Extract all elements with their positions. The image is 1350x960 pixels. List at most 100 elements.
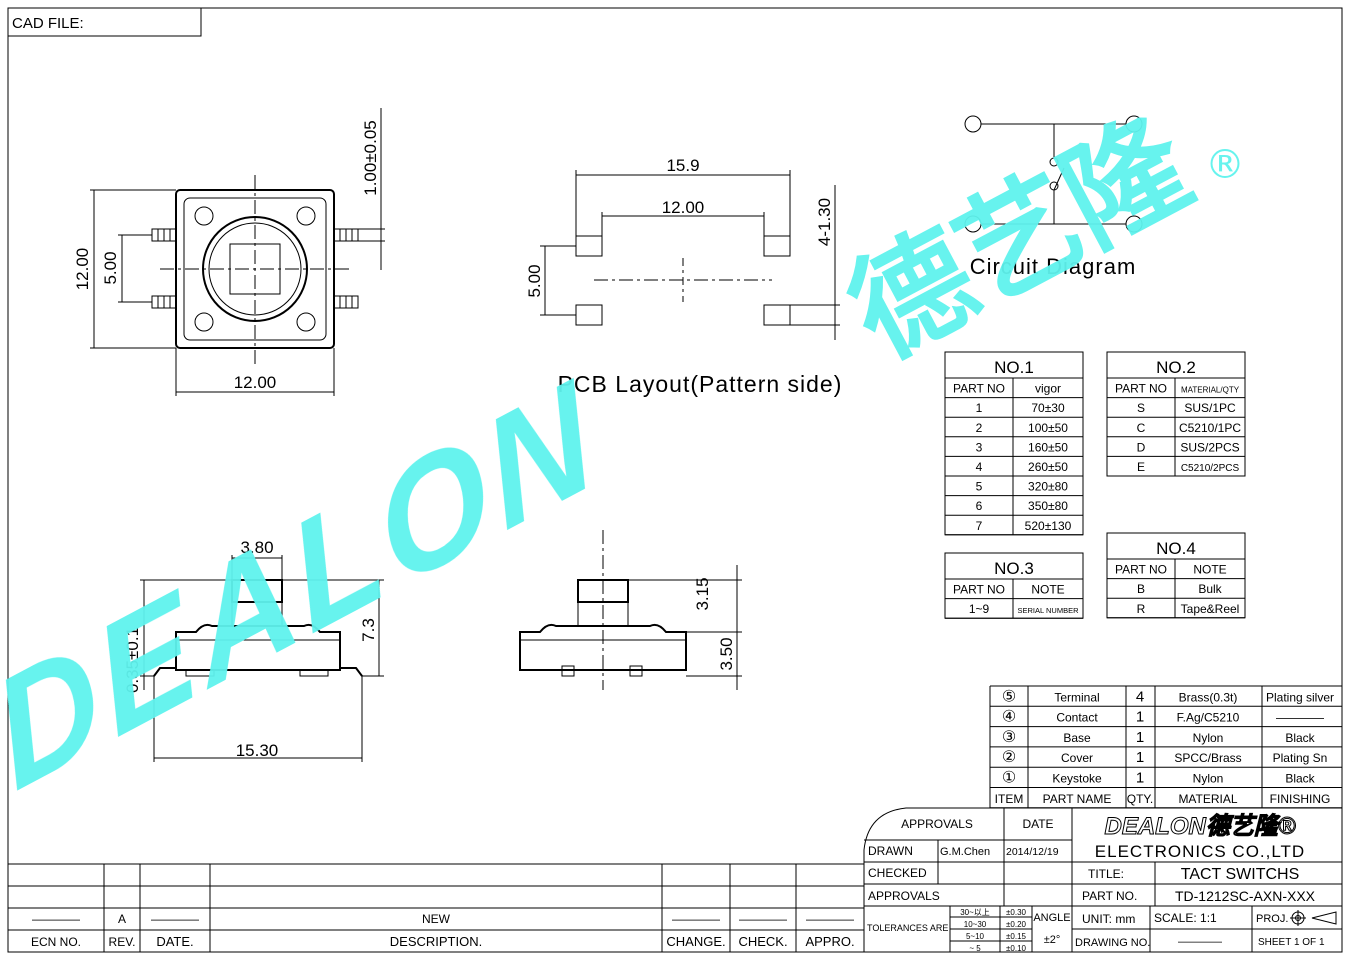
- corner-hole-tl: [194, 206, 214, 226]
- bom-cell: Cover: [1061, 751, 1093, 765]
- rev-description: NEW: [422, 912, 451, 926]
- table-row-cell: SUS/1PC: [1184, 401, 1236, 415]
- rev-h-check: CHECK.: [738, 934, 787, 949]
- pad-tr: [763, 235, 791, 257]
- circuit-wires: [981, 123, 1126, 225]
- terminals-side: [153, 667, 363, 677]
- tb-title: TACT SWITCHS: [1181, 866, 1300, 883]
- table-row-cell: 4: [976, 460, 983, 474]
- rev-h-rev: REV.: [109, 935, 136, 949]
- bom-cell: F.Ag/C5210: [1177, 711, 1240, 725]
- dim-terminal-thickness: 0.35±0.1: [123, 627, 142, 693]
- tb-drawing-no: DRAWING NO.: [1075, 937, 1150, 949]
- rev-check: ————: [739, 912, 787, 926]
- tb-sheet: SHEET 1 OF 1: [1258, 937, 1325, 948]
- bom-header-3: MATERIAL: [1178, 792, 1237, 806]
- table-row-cell: Bulk: [1198, 582, 1222, 596]
- dim-top-thickness: 1.00±0.05: [361, 120, 380, 196]
- bom-header-0: ITEM: [995, 792, 1024, 806]
- watermark-chinese: 德艺隆: [828, 93, 1213, 386]
- tol-value-1: ±0.30: [1006, 908, 1027, 917]
- no3-title: NO.3: [994, 559, 1034, 578]
- tb-approvals2: APPROVALS: [868, 889, 940, 903]
- tb-checked: CHECKED: [868, 866, 927, 880]
- tb-angle: ANGLE: [1033, 912, 1070, 924]
- no2-title: NO.2: [1156, 358, 1196, 377]
- bom-cell: 1: [1136, 709, 1144, 726]
- watermark-registered: ®: [1205, 142, 1245, 188]
- switch-cover-outline: [183, 197, 327, 341]
- tb-part-label: PART NO.: [1082, 889, 1137, 903]
- drawing-frame: [7, 7, 1343, 953]
- dim-plunger-height: 3.15: [693, 577, 712, 610]
- dim-top-pin-spacing: 5.00: [101, 251, 120, 284]
- bom-cell: 1: [1136, 770, 1144, 787]
- tol-range-1: 30~以上: [960, 908, 990, 917]
- pcb-dimension-lines: [540, 170, 840, 340]
- bom-cell: Brass(0.3t): [1179, 690, 1238, 704]
- table-row-cell: 350±80: [1028, 499, 1068, 513]
- table-row-cell: C5210/2PCS: [1181, 463, 1240, 474]
- tol-range-4: ~ 5: [969, 944, 981, 953]
- pad-br: [763, 304, 791, 326]
- tb-drawn-by: G.M.Chen: [940, 846, 990, 858]
- tol-value-2: ±0.20: [1006, 920, 1027, 929]
- bom-header-4: FINISHING: [1270, 792, 1331, 806]
- no3-header-0: PART NO: [953, 583, 1005, 597]
- bom-cell: ④: [1002, 709, 1016, 726]
- table-row-cell: 1~9: [969, 602, 990, 616]
- top-dimension-lines: [90, 108, 385, 396]
- projection-symbol-icon: [1290, 910, 1337, 926]
- dim-pcb-outer: 15.9: [666, 156, 699, 175]
- dim-pcb-inner: 12.00: [662, 198, 705, 217]
- side-dimension-lines: [140, 555, 384, 762]
- bom-cell: Plating silver: [1266, 690, 1334, 704]
- no1-header-0: PART NO: [953, 382, 1005, 396]
- dim-total-height: 7.3: [359, 618, 378, 642]
- no4-title: NO.4: [1156, 539, 1196, 558]
- table-row-cell: 1: [976, 401, 983, 415]
- bom-cell: ①: [1002, 770, 1016, 787]
- table-row-cell: SUS/2PCS: [1180, 440, 1239, 454]
- no1-header-1: vigor: [1035, 382, 1061, 396]
- rev-h-description: DESCRIPTION.: [390, 934, 482, 949]
- table-row-cell: 100±50: [1028, 421, 1068, 435]
- bom-cell: Contact: [1056, 711, 1098, 725]
- tb-drawing-no-value: ————: [1178, 936, 1222, 948]
- bom-cell: Plating Sn: [1273, 751, 1328, 765]
- rev-date: ————: [151, 912, 199, 926]
- foot-right: [299, 669, 329, 677]
- watermark-latin: DEALON: [0, 345, 615, 823]
- revision-text: ———— A ———— NEW ———— ———— ———— ECN NO. R…: [31, 912, 855, 949]
- dim-pcb-height: 5.00: [525, 264, 544, 297]
- rev-h-ecn: ECN NO.: [31, 935, 81, 949]
- dim-body-height: 3.50: [717, 637, 736, 670]
- bom-cell: 1: [1136, 729, 1144, 746]
- dim-total-length: 15.30: [236, 741, 279, 760]
- bom-cell: 4: [1136, 688, 1144, 705]
- pcb-caption: PCB Layout(Pattern side): [558, 371, 843, 397]
- bom-header-2: QTY.: [1127, 792, 1153, 806]
- table-row-cell: C5210/1PC: [1179, 421, 1241, 435]
- circuit-caption: Circuit Diagram: [970, 254, 1137, 279]
- corner-hole-bl: [194, 312, 214, 332]
- corner-hole-tr: [296, 206, 316, 226]
- table-row-cell: R: [1137, 602, 1146, 616]
- actuator-inner-circle: [208, 222, 302, 316]
- table-row-cell: E: [1137, 460, 1145, 474]
- no2-header-0: PART NO: [1115, 382, 1167, 396]
- bom-cell: ②: [1002, 749, 1016, 766]
- tol-range-2: 10~30: [964, 920, 987, 929]
- tb-title-label: TITLE:: [1088, 867, 1124, 881]
- switch-body-outline: [175, 189, 335, 349]
- rev-h-change: CHANGE.: [666, 934, 725, 949]
- foot-left: [185, 669, 215, 677]
- foot-2a: [561, 665, 575, 677]
- table-row-cell: 160±50: [1028, 440, 1068, 454]
- no1-title: NO.1: [994, 358, 1034, 377]
- table-row-cell: 5: [976, 480, 983, 494]
